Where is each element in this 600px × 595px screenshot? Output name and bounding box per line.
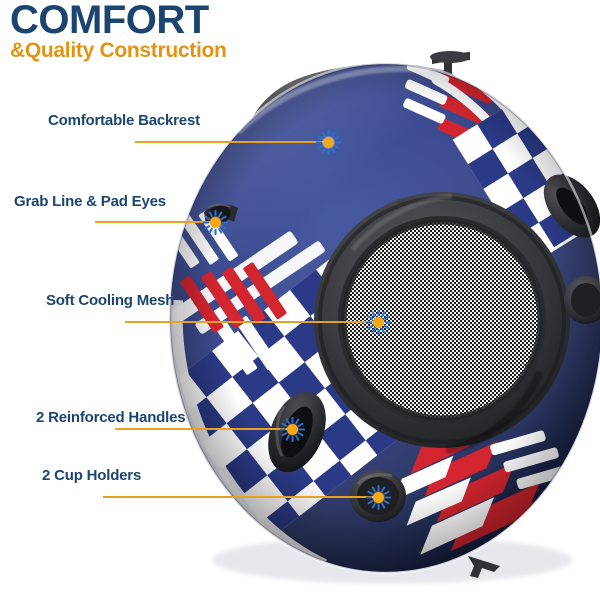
callout-dot-4 xyxy=(287,424,298,435)
callout-leader-line-4 xyxy=(115,428,292,430)
callout-dot-1 xyxy=(323,137,334,148)
callout-label-5: 2 Cup Holders xyxy=(42,467,142,484)
subtitle-quality-construction: &Quality Construction xyxy=(10,39,227,62)
callout-label-3: Soft Cooling Mesh xyxy=(46,292,175,309)
mesh-seat xyxy=(314,192,570,454)
callout-label-2: Grab Line & Pad Eyes xyxy=(14,193,166,210)
cup-holder-right xyxy=(564,276,600,324)
cooling-mesh xyxy=(344,222,540,418)
callout-label-4: 2 Reinforced Handles xyxy=(36,409,186,426)
callout-dot-5 xyxy=(373,492,384,503)
callout-leader-line-1 xyxy=(135,141,328,143)
air-valve-top xyxy=(430,51,470,74)
callout-dot-2 xyxy=(210,217,221,228)
title-comfort: COMFORT xyxy=(10,0,209,42)
callout-dot-3 xyxy=(373,317,384,328)
air-valve-bottom xyxy=(468,556,500,578)
page-title: COMFORT &Quality Construction xyxy=(10,0,227,62)
callout-leader-line-3 xyxy=(125,321,378,323)
callout-leader-line-2 xyxy=(95,221,215,223)
callout-label-1: Comfortable Backrest xyxy=(48,112,200,129)
callout-leader-line-5 xyxy=(103,496,378,498)
